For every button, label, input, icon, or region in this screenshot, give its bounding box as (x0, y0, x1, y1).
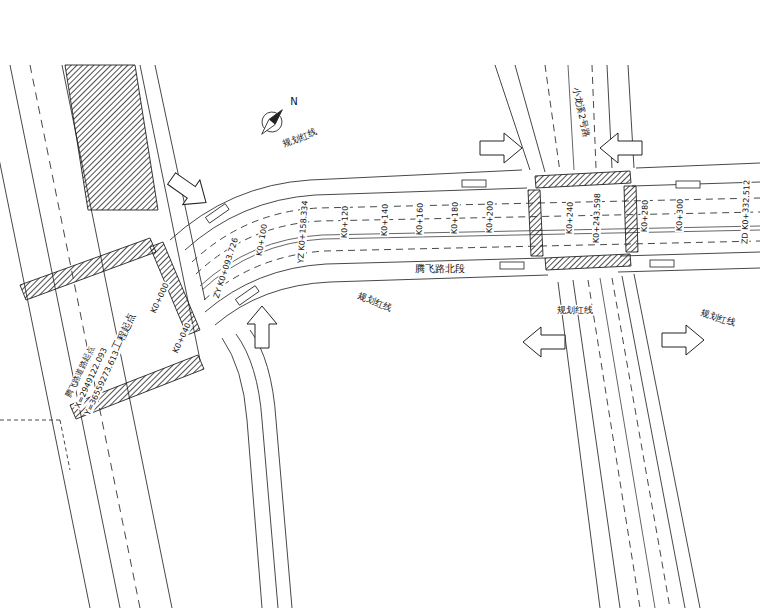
plan-label: YZ K0+158.334 (296, 199, 310, 265)
side-road (222, 330, 292, 608)
crosswalk (150, 242, 200, 335)
curb-line (620, 252, 760, 256)
sign-symbol (676, 181, 700, 188)
sign-symbol (650, 260, 674, 267)
left-main-road (0, 65, 205, 608)
plan-label: 规划红线 (280, 126, 319, 150)
plan-label: K0+120 (340, 205, 350, 240)
red-line (558, 282, 600, 608)
road-edge (236, 334, 278, 608)
lane-line (612, 278, 670, 608)
direction-arrow (523, 327, 565, 357)
direction-arrow (163, 166, 215, 215)
direction-arrow (247, 306, 277, 348)
plan-label: 规划红线 (355, 290, 394, 314)
crosswalk (20, 238, 156, 300)
plan-label: 小龙溪2号路 (570, 85, 591, 139)
plan-label: K0+180 (450, 201, 460, 236)
sign-symbol (462, 180, 486, 187)
plan-label: K0+300 (675, 198, 685, 233)
lane-line (592, 65, 596, 168)
flow-arrows (163, 133, 704, 357)
compass-tip (269, 107, 285, 124)
plan-label: 规划红线 (698, 307, 737, 329)
crosswalk (528, 190, 543, 256)
road-edge (250, 330, 292, 608)
crosswalk (624, 186, 638, 252)
crosswalk (535, 171, 631, 188)
boundary-line (60, 420, 70, 470)
plan-label: 腾飞路北段 (414, 263, 466, 275)
road-edge (62, 65, 172, 608)
red-line (636, 163, 760, 168)
compass-needle (259, 107, 286, 137)
direction-arrow (480, 133, 522, 163)
plan-label: ZD K0+332.512 (740, 179, 751, 246)
red-line (634, 274, 700, 608)
north-arrow (254, 103, 290, 140)
plan-label: K0+040 (171, 321, 194, 356)
tengfei-road (170, 163, 760, 325)
plan-label: K0+100 (254, 222, 269, 257)
road-edge (140, 65, 200, 360)
sign-symbol (205, 204, 229, 223)
plan-label: K0+200 (485, 200, 495, 235)
boundary-line (0, 420, 60, 421)
direction-arrow (600, 133, 642, 163)
compass-ring (258, 108, 286, 136)
lane-line (192, 198, 760, 262)
sign-symbol (235, 286, 259, 305)
center-line (568, 65, 574, 170)
road-signs (205, 180, 700, 305)
lane-line (204, 241, 760, 300)
curb-line (515, 65, 545, 172)
red-line (618, 268, 760, 272)
north-mark: N (289, 96, 298, 108)
plan-label: K0+000 (149, 281, 172, 316)
curb-line (622, 276, 685, 608)
plan-label: 规划红线 (556, 305, 594, 315)
plan-label: K0+140 (380, 203, 390, 238)
plan-label: K0+240 (565, 201, 575, 236)
hatched-strip (65, 65, 158, 210)
curb-line (573, 280, 620, 608)
plan-label: K0+160 (415, 202, 425, 237)
plan-label: K0+243.598 (591, 192, 602, 244)
plan-label: 工程起点 (110, 311, 138, 354)
plan-label: K0+280 (640, 199, 650, 234)
crosswalk (545, 254, 631, 270)
direction-arrow (662, 325, 704, 355)
road-edge (0, 65, 90, 608)
plan-label: ZY K0+093.726 (212, 236, 241, 301)
center-line (600, 278, 655, 608)
sign-symbol (500, 262, 524, 269)
lane-line (545, 65, 560, 172)
